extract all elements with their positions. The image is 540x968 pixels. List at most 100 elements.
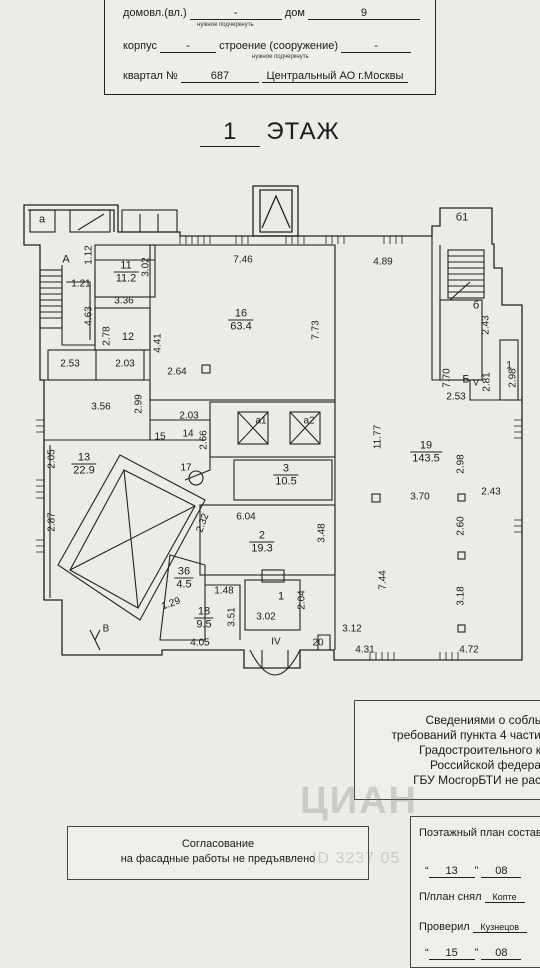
floor-number: 1 (200, 118, 261, 147)
header-line-2: корпус - строение (сооружение) - (123, 40, 412, 53)
dim-label: 1.48 (214, 585, 234, 597)
dim-label: 4.72 (459, 644, 479, 656)
dim-label: 3.51 (226, 607, 238, 627)
document-header-box: домовл.(вл.) - дом 9 нужное подчеркнуть … (104, 0, 436, 95)
mark-20: 20 (312, 637, 324, 649)
footer-month-1: 08 (481, 865, 522, 878)
mark-b: б (472, 299, 480, 312)
note-line-5: ГБУ МосгорБТИ не рас (413, 773, 540, 787)
dim-label: 1.12 (83, 245, 95, 265)
dim-label: 2.53 (446, 391, 466, 403)
mark-15: 15 (154, 431, 166, 443)
dim-label: 2.66 (198, 430, 210, 450)
mark-a2: а2 (303, 415, 315, 427)
value-domovl: - (189, 7, 282, 20)
dim-label: 4.63 (83, 306, 95, 326)
dim-label: 3.36 (114, 295, 134, 307)
footer-right-box: Поэтажный план составле “13” 08 П/план с… (410, 816, 540, 968)
header-line-3: квартал № 687 Центральный АО г.Москвы (123, 70, 408, 83)
mark-B: Б (462, 373, 470, 386)
dim-label: 2.43 (481, 486, 501, 498)
dim-label: 11.77 (372, 424, 384, 450)
mark-17: 17 (180, 462, 192, 474)
note-line-4: Российской федера (430, 758, 540, 772)
dim-label: 3.02 (256, 611, 276, 623)
dim-label: 7.44 (377, 570, 389, 590)
label-kvartal: квартал № (123, 70, 178, 82)
dim-label: 7.70 (441, 368, 453, 388)
dim-label: 2.99 (133, 394, 145, 414)
dim-label: 3.02 (140, 257, 152, 277)
value-district: Центральный АО г.Москвы (261, 70, 408, 83)
dim-label: 6.04 (236, 511, 256, 523)
footer-month-2: 08 (481, 947, 522, 960)
note-line-1: Сведениями о собль (425, 713, 540, 727)
room-12: 12 (121, 331, 135, 343)
footer-line-1: Поэтажный план составле (419, 827, 540, 839)
note-line-2: требований пункта 4 части (391, 728, 540, 742)
footer-day-2: 15 (428, 947, 475, 960)
dim-label: 1.21 (71, 278, 91, 290)
value-dom: 9 (307, 7, 420, 20)
note-line-3: Градостроительного к (419, 743, 540, 757)
mark-V-roman: V (472, 377, 480, 388)
right-note-text: Сведениями о собль требований пункта 4 ч… (391, 713, 540, 788)
watermark-id: ID 3237 05 (312, 850, 401, 867)
dim-label: 2.03 (179, 410, 199, 422)
dim-label: 2.78 (101, 326, 113, 346)
dim-label: 4.41 (152, 333, 164, 353)
dim-label: 3.56 (91, 401, 111, 413)
value-kvartal: 687 (180, 70, 259, 83)
dim-label: 7.73 (310, 320, 322, 340)
mark-1-entrance: 1 (277, 590, 285, 603)
dim-label: 2.98 (455, 454, 467, 474)
footer-line-2: П/план снял Копте (419, 891, 525, 903)
dim-label: 2.64 (167, 366, 187, 378)
dim-label: 2.43 (480, 315, 492, 335)
mark-V-cyr: В (102, 623, 110, 635)
dim-label: 3.48 (316, 523, 328, 543)
footer-line-3: Проверил Кузнецов (419, 921, 527, 933)
dim-label: 2.05 (46, 449, 58, 469)
dim-label: 7.46 (233, 254, 253, 266)
value-stroenie: - (341, 40, 412, 53)
label-stroenie: строение (сооружение) (219, 40, 339, 52)
label-korpus: корпус (123, 40, 158, 52)
label-dom: дом (284, 7, 305, 19)
floor-label: ЭТАЖ (266, 118, 340, 145)
hint-underline-2: нужное подчеркнуть (252, 54, 309, 60)
dim-label: 4.05 (190, 637, 210, 649)
mark-14: 14 (182, 428, 194, 440)
mark-1-right: 1 (505, 359, 513, 372)
mark-b1: б1 (455, 211, 469, 224)
label-checked: Проверил (419, 921, 470, 933)
mark-a: а (38, 213, 46, 226)
right-note-box: Сведениями о собль требований пункта 4 ч… (354, 700, 540, 800)
name-plan-taken: Копте (484, 892, 525, 903)
footer-date-2: “15” 08 (425, 947, 522, 960)
dim-label: 2.60 (455, 516, 467, 536)
dim-label: 3.12 (342, 623, 362, 635)
name-checked: Кузнецов (472, 922, 527, 933)
dim-label: 3.70 (410, 491, 430, 503)
dim-label: 4.31 (355, 644, 375, 656)
label-plan-taken: П/план снял (419, 891, 482, 903)
footer-date-1: “13” 08 (425, 865, 522, 878)
dim-label: 2.81 (481, 372, 493, 392)
agreement-line-1: Согласование (181, 838, 255, 850)
header-line-1: домовл.(вл.) - дом 9 (123, 7, 420, 20)
agreement-line-2: на фасадные работы не предъявлено (120, 853, 316, 865)
value-korpus: - (160, 40, 217, 53)
dim-label: 2.53 (60, 358, 80, 370)
mark-a1: а1 (255, 415, 267, 427)
agreement-box: Согласование на фасадные работы не предъ… (67, 826, 369, 880)
mark-IV: IV (271, 636, 281, 648)
